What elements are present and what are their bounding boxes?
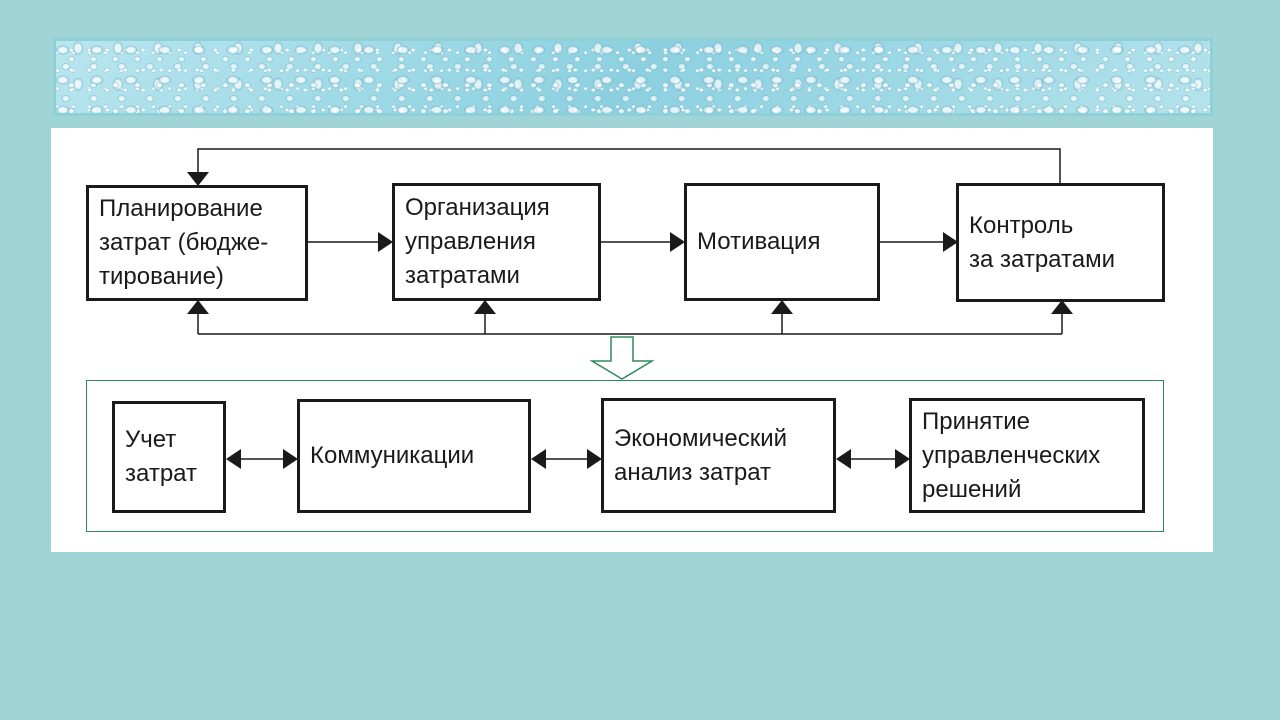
biarrow-left-head-3 xyxy=(836,449,851,469)
box-decisions: Принятие управленческих решений xyxy=(909,398,1145,513)
bus-arrowhead-organization xyxy=(474,300,496,314)
box-control: Контроль за затратами xyxy=(956,183,1165,302)
box-organization-label: Организация управления затратами xyxy=(405,194,550,289)
box-accounting-label: Учет затрат xyxy=(125,426,197,487)
box-communications: Коммуникации xyxy=(297,399,531,513)
biarrow-left-head-1 xyxy=(226,449,241,469)
box-control-label: Контроль за затратами xyxy=(969,211,1115,273)
biarrow-left-head-2 xyxy=(531,449,546,469)
biarrow-right-head-2 xyxy=(587,449,602,469)
feedback-loop-top-line xyxy=(197,148,1061,184)
header-decoration-band xyxy=(53,38,1213,116)
arrowhead-control xyxy=(943,232,958,252)
biarrow-right-head-3 xyxy=(895,449,910,469)
bus-arrowhead-motivation xyxy=(771,300,793,314)
arrowhead-motivation xyxy=(670,232,685,252)
support-functions-frame xyxy=(86,380,1164,532)
biarrow-right-head-1 xyxy=(283,449,298,469)
box-organization: Организация управления затратами xyxy=(392,183,601,301)
bus-arrowhead-control xyxy=(1051,300,1073,314)
box-motivation: Мотивация xyxy=(684,183,880,301)
box-communications-label: Коммуникации xyxy=(310,442,475,469)
box-planning: Планирование затрат (бюдже- тирование) xyxy=(86,185,308,301)
bus-arrowhead-planning xyxy=(187,300,209,314)
box-planning-label: Планирование затрат (бюдже- тирование) xyxy=(99,195,269,290)
box-economic-analysis: Экономический анализ затрат xyxy=(601,398,836,513)
box-decisions-label: Принятие управленческих решений xyxy=(922,407,1101,503)
box-accounting: Учет затрат xyxy=(112,401,226,513)
feedback-loop-top-arrowhead xyxy=(187,172,209,186)
down-arrow-to-support-group xyxy=(589,336,655,380)
box-economic-analysis-label: Экономический анализ затрат xyxy=(614,424,788,486)
box-motivation-label: Мотивация xyxy=(697,228,821,255)
arrowhead-organization xyxy=(378,232,393,252)
